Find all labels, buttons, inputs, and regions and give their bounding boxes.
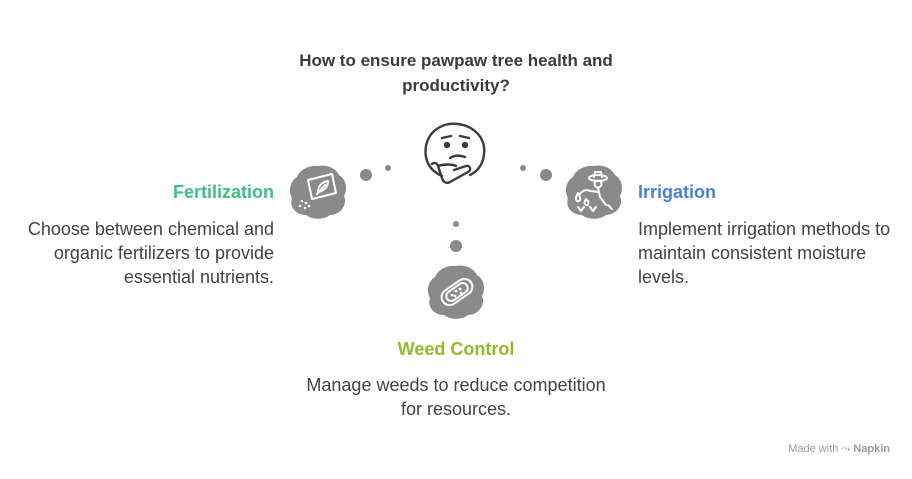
napkin-logo-icon: ⤳ — [841, 443, 851, 455]
thinking-face-icon — [424, 122, 486, 184]
weed-control-heading: Weed Control — [397, 339, 515, 359]
weed-seed-icon — [427, 265, 485, 319]
connector-dot — [360, 169, 372, 181]
fertilization-heading: Fertilization — [172, 182, 274, 202]
connector-dot — [453, 221, 459, 227]
connector-dot — [520, 165, 526, 171]
diagram-title: How to ensure pawpaw tree health and pro… — [299, 51, 613, 95]
irrigation-description: Implement irrigation methods to maintain… — [638, 219, 891, 287]
connector-dot — [540, 169, 552, 181]
irrigation-heading: Irrigation — [638, 182, 717, 202]
seed-packet-icon — [289, 165, 347, 219]
connector-dot — [385, 165, 391, 171]
farmer-watering-icon — [565, 165, 623, 219]
connector-dot — [450, 240, 462, 252]
footer-credit: Made with ⤳ Napkin — [760, 443, 890, 456]
fertilization-description: Choose between chemical and organic fert… — [27, 219, 274, 287]
footer-prefix: Made with — [788, 443, 839, 455]
footer-brand: Napkin — [853, 443, 890, 455]
weed-control-description: Manage weeds to reduce competition for r… — [306, 375, 606, 419]
